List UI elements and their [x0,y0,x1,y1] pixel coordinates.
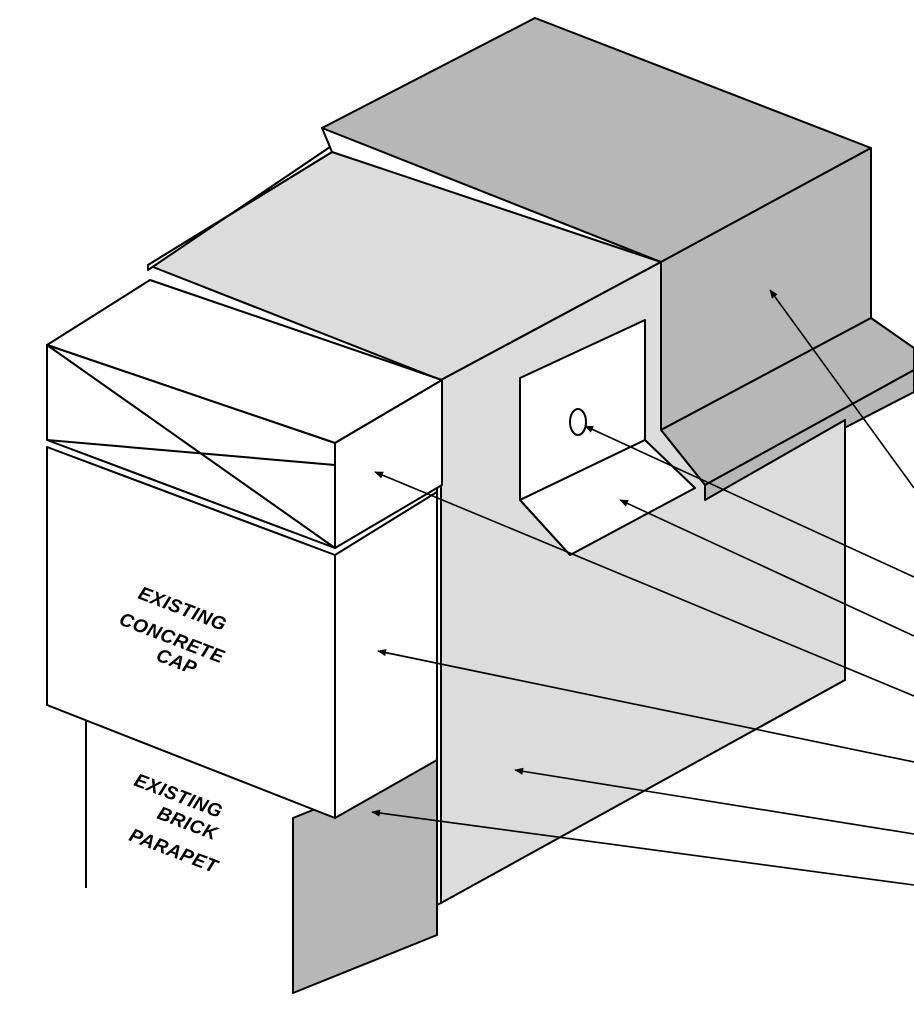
leader-concrete-cap [377,649,914,763]
outer-coping [321,17,914,501]
inner-coping-rim [147,127,333,271]
leader-lines [371,289,914,886]
cap-cross-line-1 [46,344,336,549]
cap-lower-side [334,491,438,819]
leader-coping-face [514,767,914,835]
concrete-cap [46,279,443,819]
cap-cross-line-2 [46,439,336,466]
anchor-clip [519,319,696,556]
leader-brick-parapet [371,809,914,886]
leader-cap-top [374,471,914,697]
fastener-hole-icon [569,408,587,436]
cap-upper-side [334,379,443,549]
brick-label: EXISTING BRICK PARAPET [126,770,225,878]
leader-fastener [584,425,914,578]
leader-outer-coping [769,289,914,489]
brick-parapet [85,700,438,994]
clip-edge [519,378,571,556]
leader-clip [619,499,914,637]
